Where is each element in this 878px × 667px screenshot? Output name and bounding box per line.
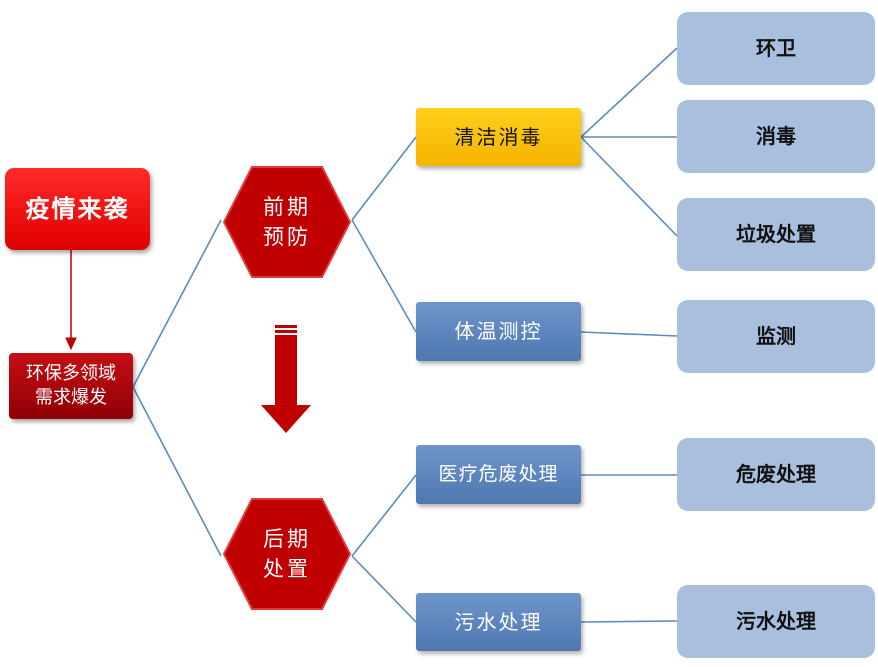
leaf-monitor: 监测	[677, 300, 875, 373]
category-clean-label: 清洁消毒	[454, 124, 543, 149]
leaf-sewage-label: 污水处理	[736, 609, 816, 633]
phase-early-hexagon: 前期 预防	[222, 165, 352, 279]
leaf-garbage-label: 垃圾处置	[736, 222, 816, 246]
demand-label-line2: 需求爆发	[35, 387, 107, 408]
link-demand-late	[132, 386, 222, 557]
category-medwaste-label: 医疗危废处理	[438, 462, 559, 485]
demand-label-line1: 环保多领域	[26, 362, 116, 384]
phase-late-line2: 处置	[263, 557, 311, 581]
leaf-sewage: 污水处理	[677, 585, 875, 658]
phase-late-hexagon: 后期 处置	[222, 497, 352, 611]
link-demand-early	[132, 219, 222, 388]
big-down-arrow	[261, 325, 311, 433]
phase-early-line2: 预防	[263, 225, 311, 249]
link-late-sewage	[351, 555, 417, 623]
leaf-sanitation: 环卫	[677, 12, 875, 85]
link-early-temp	[351, 219, 417, 333]
leaf-hazwaste: 危废处理	[677, 438, 875, 511]
phase-early-line1: 前期	[263, 194, 311, 219]
root-node-epidemic: 疫情来袭	[5, 168, 150, 250]
category-clean: 清洁消毒	[416, 108, 581, 166]
leaf-disinfect-label: 消毒	[756, 124, 796, 148]
link-clean-sanitation	[580, 47, 678, 138]
phase-late-line1: 后期	[263, 526, 311, 551]
category-sewage: 污水处理	[416, 593, 581, 651]
link-late-medwaste	[351, 474, 417, 557]
category-temp: 体温测控	[416, 302, 581, 361]
leaf-garbage: 垃圾处置	[677, 198, 875, 271]
link-clean-garbage	[580, 136, 678, 237]
link-temp-monitor	[580, 331, 678, 337]
arrow-root-to-demand	[65, 250, 77, 351]
category-medwaste: 医疗危废处理	[416, 445, 581, 504]
category-sewage-label: 污水处理	[454, 609, 543, 634]
demand-node: 环保多领域 需求爆发	[9, 353, 133, 419]
category-temp-label: 体温测控	[454, 319, 543, 343]
leaf-disinfect: 消毒	[677, 100, 875, 173]
link-early-clean	[351, 136, 417, 221]
leaf-sanitation-label: 环卫	[756, 36, 796, 60]
leaf-hazwaste-label: 危废处理	[736, 462, 816, 486]
leaf-monitor-label: 监测	[756, 324, 796, 348]
link-sewage-sewage	[580, 620, 678, 623]
root-label: 疫情来袭	[25, 193, 130, 223]
